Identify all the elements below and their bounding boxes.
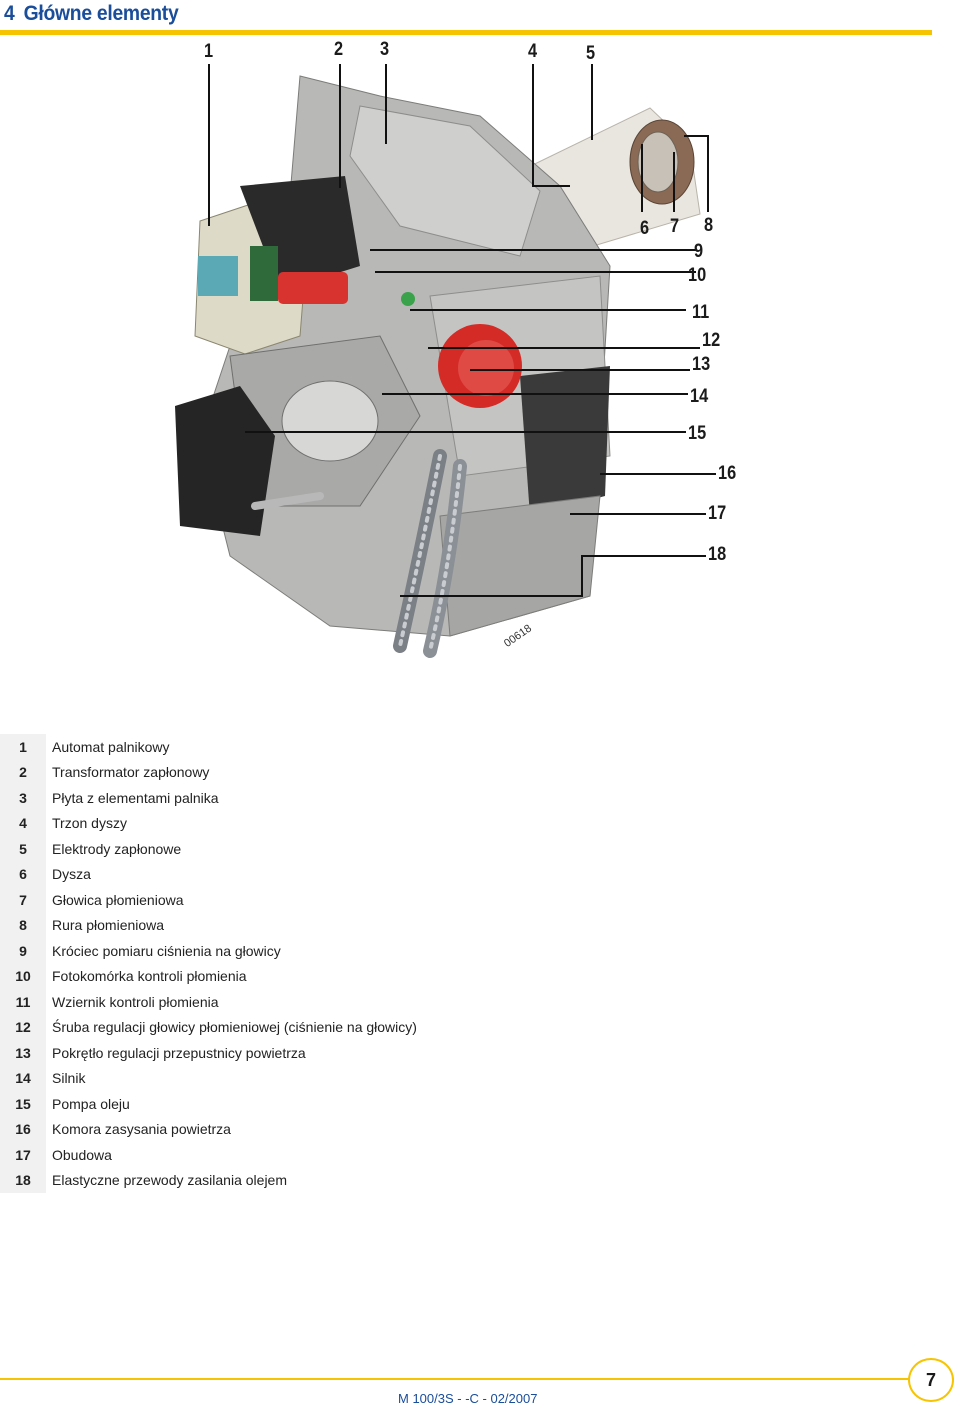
legend-row: 15 Pompa oleju — [0, 1091, 960, 1117]
legend-description: Elastyczne przewody zasilania olejem — [52, 1172, 287, 1189]
legend-number: 12 — [0, 1014, 46, 1040]
legend-row: 14 Silnik — [0, 1065, 960, 1091]
legend-description: Dysza — [52, 866, 91, 883]
callout-leaders — [208, 64, 716, 597]
callout-2: 2 — [334, 39, 344, 60]
legend-number: 10 — [0, 963, 46, 989]
control-box-shape — [194, 176, 360, 355]
legend-description: Króciec pomiaru ciśnienia na głowicy — [52, 942, 281, 959]
legend-row: 18 Elastyczne przewody zasilania olejem — [0, 1167, 960, 1193]
legend-number: 6 — [0, 861, 46, 887]
legend-number: 16 — [0, 1116, 46, 1142]
document-code: M 100/3S - -C - 02/2007 — [398, 1391, 538, 1406]
legend-description: Śruba regulacji głowicy płomieniowej (ci… — [52, 1019, 417, 1036]
callout-6: 6 — [640, 218, 650, 239]
legend-row: 6 Dysza — [0, 861, 960, 887]
legend-description: Rura płomieniowa — [52, 917, 165, 934]
legend-description: Pokrętło regulacji przepustnicy powietrz… — [52, 1044, 306, 1061]
legend-row: 16 Komora zasysania powietrza — [0, 1116, 960, 1142]
legend-number: 11 — [0, 989, 46, 1015]
legend-row: 13 Pokrętło regulacji przepustnicy powiet… — [0, 1040, 960, 1066]
motor-pump-shape — [175, 335, 421, 536]
callout-4: 4 — [528, 41, 538, 62]
legend-number: 5 — [0, 836, 46, 862]
legend-description: Transformator zapłonowy — [52, 764, 210, 781]
legend-description: Wziernik kontroli płomienia — [52, 993, 219, 1010]
legend-row: 8 Rura płomieniowa — [0, 912, 960, 938]
legend-number: 13 — [0, 1040, 46, 1066]
legend-number: 7 — [0, 887, 46, 913]
callout-10: 10 — [688, 265, 707, 286]
legend-number: 14 — [0, 1065, 46, 1091]
legend-number: 4 — [0, 810, 46, 836]
legend-number: 17 — [0, 1142, 46, 1168]
legend-number: 3 — [0, 785, 46, 811]
legend-row: 7 Głowica płomieniowa — [0, 887, 960, 913]
legend-row: 4 Trzon dyszy — [0, 810, 960, 836]
legend-number: 8 — [0, 912, 46, 938]
footer-divider — [0, 1378, 920, 1380]
section-title: 4 Główne elementy — [4, 2, 179, 26]
legend-description: Głowica płomieniowa — [52, 891, 184, 908]
page-header: 4 Główne elementy — [0, 0, 960, 40]
legend-description: Automat palnikowy — [52, 738, 170, 755]
legend-row: 10 Fotokomórka kontroli płomienia — [0, 963, 960, 989]
callout-18: 18 — [708, 544, 727, 565]
callout-7: 7 — [670, 216, 680, 237]
callout-13: 13 — [692, 354, 711, 375]
legend-description: Elektrody zapłonowe — [52, 840, 182, 857]
legend-number: 9 — [0, 938, 46, 964]
burner-illustration — [175, 64, 716, 658]
legend-row: 1 Automat palnikowy — [0, 734, 960, 760]
callout-17: 17 — [708, 503, 727, 524]
callout-1: 1 — [204, 41, 214, 62]
callout-14: 14 — [690, 386, 709, 407]
legend-row: 9 Króciec pomiaru ciśnienia na głowicy — [0, 938, 960, 964]
callout-3: 3 — [380, 39, 390, 60]
legend-description: Trzon dyszy — [52, 815, 127, 832]
legend-number: 15 — [0, 1091, 46, 1117]
header-divider — [0, 30, 932, 35]
legend-row: 17 Obudowa — [0, 1142, 960, 1168]
legend-row: 2 Transformator zapłonowy — [0, 759, 960, 785]
legend-description: Obudowa — [52, 1146, 112, 1163]
callout-16: 16 — [718, 463, 737, 484]
section-number: 4 — [4, 2, 15, 25]
legend-row: 11 Wziernik kontroli płomienia — [0, 989, 960, 1015]
callout-15: 15 — [688, 423, 707, 444]
legend-row: 12 Śruba regulacji głowicy płomieniowej (… — [0, 1014, 960, 1040]
red-components-shape — [278, 272, 522, 408]
legend-row: 5 Elektrody zapłonowe — [0, 836, 960, 862]
legend-description: Komora zasysania powietrza — [52, 1121, 231, 1138]
page-number: 7 — [908, 1358, 954, 1402]
oil-hoses-shape — [251, 449, 467, 658]
callout-12: 12 — [702, 330, 721, 351]
legend-description: Fotokomórka kontroli płomienia — [52, 968, 247, 985]
legend-description: Pompa oleju — [52, 1095, 130, 1112]
section-title-text: Główne elementy — [23, 2, 179, 25]
callout-9: 9 — [694, 241, 704, 262]
legend-number: 2 — [0, 759, 46, 785]
parts-legend-table: 1 Automat palnikowy 2 Transformator zapłon… — [0, 734, 960, 1193]
callout-8: 8 — [704, 215, 714, 236]
legend-row: 3 Płyta z elementami palnika — [0, 785, 960, 811]
legend-number: 1 — [0, 734, 46, 760]
burner-figure: 1 2 3 4 5 6 7 8 9 10 11 12 13 14 15 16 1… — [0, 36, 960, 676]
callout-5: 5 — [586, 43, 596, 64]
legend-description: Płyta z elementami palnika — [52, 789, 219, 806]
legend-number: 18 — [0, 1167, 46, 1193]
callout-11: 11 — [692, 302, 710, 323]
legend-description: Silnik — [52, 1070, 86, 1087]
